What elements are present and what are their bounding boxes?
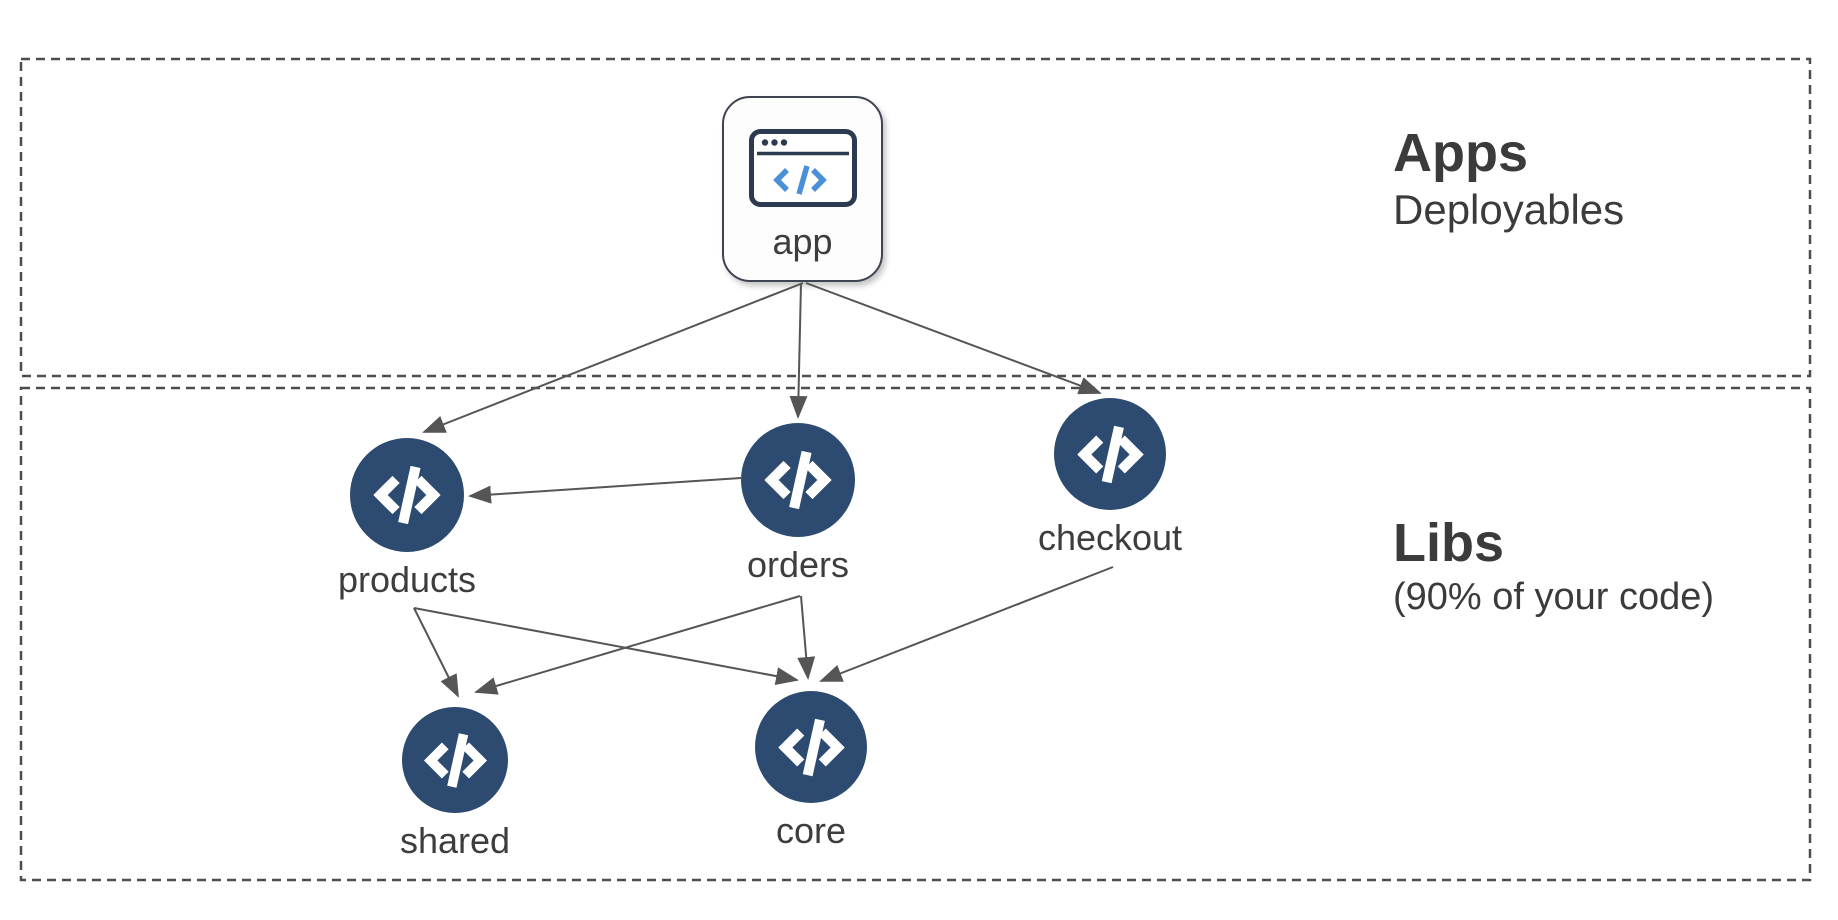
edge-app-products bbox=[422, 282, 804, 433]
node-label-products: products bbox=[337, 559, 477, 600]
node-products: products bbox=[307, 438, 507, 600]
node-label-app: app bbox=[772, 221, 833, 262]
node-checkout: checkout bbox=[1010, 398, 1210, 558]
node-app: app bbox=[722, 96, 883, 282]
edge-orders-shared bbox=[474, 595, 801, 695]
apps-title: Apps bbox=[1393, 123, 1528, 183]
code-icon bbox=[741, 423, 855, 537]
edge-app-checkout bbox=[805, 282, 1102, 395]
edge-products-shared bbox=[413, 607, 459, 698]
apps-section-label: Apps Deployables bbox=[1393, 122, 1624, 236]
apps-section-boundary bbox=[19, 57, 1812, 378]
edge-products-core bbox=[413, 607, 799, 685]
edge-app-orders bbox=[789, 282, 808, 419]
edge-orders-products bbox=[468, 477, 742, 504]
code-icon bbox=[402, 707, 508, 813]
code-icon bbox=[350, 438, 464, 552]
libs-subtitle: (90% of your code) bbox=[1393, 576, 1715, 618]
node-label-core: core bbox=[775, 810, 847, 851]
node-label-checkout: checkout bbox=[1037, 517, 1183, 558]
browser-window-code-icon bbox=[748, 129, 857, 207]
node-shared: shared bbox=[355, 707, 555, 861]
node-orders: orders bbox=[698, 423, 898, 585]
edge-orders-core bbox=[797, 595, 816, 680]
node-label-orders: orders bbox=[746, 544, 850, 585]
libs-section-label: Libs (90% of your code) bbox=[1393, 512, 1714, 620]
code-icon bbox=[755, 691, 867, 803]
node-core: core bbox=[711, 691, 911, 851]
libs-title: Libs bbox=[1393, 513, 1505, 573]
libs-section-boundary bbox=[19, 386, 1812, 882]
node-label-shared: shared bbox=[399, 820, 511, 861]
apps-subtitle: Deployables bbox=[1393, 186, 1625, 233]
code-icon bbox=[1054, 398, 1166, 510]
edge-checkout-core bbox=[819, 566, 1114, 682]
